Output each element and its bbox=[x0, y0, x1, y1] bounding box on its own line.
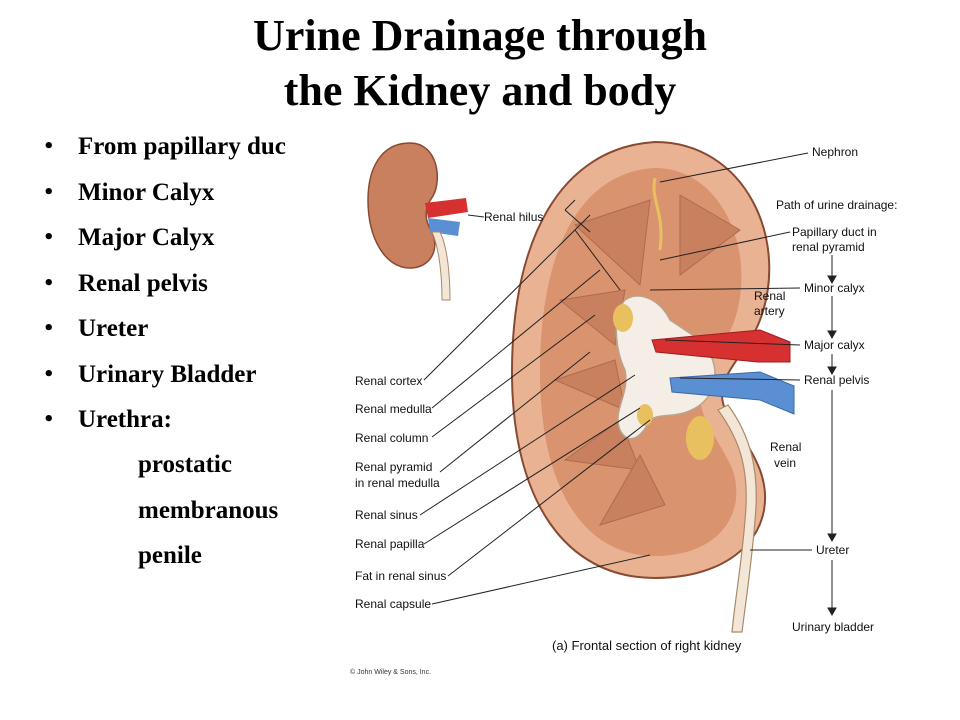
drainage-bullet-list: • From papillary duc • Minor Calyx • Major … bbox=[40, 128, 350, 447]
label-renal-capsule: Renal capsule bbox=[355, 597, 431, 611]
kidney-section-illustration bbox=[510, 140, 795, 633]
bullet-item: • Ureter bbox=[40, 310, 350, 356]
label-minor-calyx: Minor calyx bbox=[804, 281, 865, 295]
label-renal-sinus: Renal sinus bbox=[355, 508, 418, 522]
label-renal-column: Renal column bbox=[355, 431, 428, 445]
label-fat-in-renal-sinus: Fat in renal sinus bbox=[355, 569, 446, 583]
leader-lines bbox=[419, 152, 812, 605]
urethra-part: penile bbox=[138, 542, 202, 569]
label-papillary-duct-line2: renal pyramid bbox=[792, 240, 865, 254]
bullet-item: • Urethra: bbox=[40, 401, 350, 447]
copyright-notice: © John Wiley & Sons, Inc. bbox=[350, 668, 431, 676]
kidney-diagram: Renal cortex Renal medulla Renal column … bbox=[350, 140, 897, 676]
bullet-item: • Renal pelvis bbox=[40, 265, 350, 311]
bullet-item: • From papillary duc bbox=[40, 128, 350, 174]
label-path-title: Path of urine drainage: bbox=[776, 198, 897, 212]
label-urinary-bladder: Urinary bladder bbox=[792, 620, 874, 634]
title-line-1: Urine Drainage through bbox=[253, 11, 707, 60]
title-line-2: the Kidney and body bbox=[283, 66, 677, 115]
label-major-calyx: Major calyx bbox=[804, 338, 865, 352]
bullet-text: Ureter bbox=[78, 315, 149, 342]
bullet-text: Urinary Bladder bbox=[78, 360, 257, 388]
label-renal-papilla: Renal papilla bbox=[355, 537, 425, 551]
drainage-path-arrow bbox=[827, 255, 837, 617]
bullet-text: From papillary duc bbox=[78, 133, 286, 160]
label-renal-pelvis: Renal pelvis bbox=[804, 373, 869, 387]
bullet-dot-icon: • bbox=[43, 227, 55, 248]
urethra-parts-list: prostatic membranous penile bbox=[138, 446, 278, 583]
bullet-item: • Urinary Bladder bbox=[40, 356, 350, 402]
label-renal-pyramid: Renal pyramid bbox=[355, 460, 432, 474]
label-renal-cortex: Renal cortex bbox=[355, 374, 422, 388]
bullet-item: • Minor Calyx bbox=[40, 174, 350, 220]
label-renal-vein-line2: vein bbox=[774, 456, 796, 470]
label-nephron: Nephron bbox=[812, 145, 858, 159]
bullet-dot-icon: • bbox=[43, 363, 55, 385]
bullet-text: Urethra: bbox=[78, 406, 172, 433]
bullet-dot-icon: • bbox=[43, 272, 55, 294]
bullet-dot-icon: • bbox=[43, 318, 55, 339]
label-papillary-duct: Papillary duct in bbox=[792, 225, 877, 239]
bullet-dot-icon: • bbox=[43, 136, 55, 157]
label-ureter: Ureter bbox=[816, 543, 849, 557]
label-renal-pyramid-line2: in renal medulla bbox=[355, 476, 440, 490]
urethra-part: membranous bbox=[138, 496, 279, 524]
bullet-dot-icon: • bbox=[43, 409, 55, 430]
urethra-part: prostatic bbox=[138, 451, 232, 478]
slide-title: Urine Drainage through the Kidney and bo… bbox=[0, 8, 960, 118]
bullet-text: Major Calyx bbox=[78, 224, 215, 251]
label-renal-artery: Renal bbox=[754, 289, 785, 303]
label-renal-medulla: Renal medulla bbox=[355, 402, 432, 416]
bullet-text: Minor Calyx bbox=[78, 178, 215, 206]
label-renal-hilus: Renal hilus bbox=[484, 210, 543, 224]
bullet-text: Renal pelvis bbox=[78, 269, 208, 297]
bullet-dot-icon: • bbox=[43, 181, 55, 203]
label-renal-artery-line2: artery bbox=[754, 304, 785, 318]
small-kidney-illustration bbox=[367, 142, 468, 301]
label-renal-vein: Renal bbox=[770, 440, 801, 454]
bullet-item: • Major Calyx bbox=[40, 219, 350, 265]
figure-caption: (a) Frontal section of right kidney bbox=[552, 638, 742, 653]
